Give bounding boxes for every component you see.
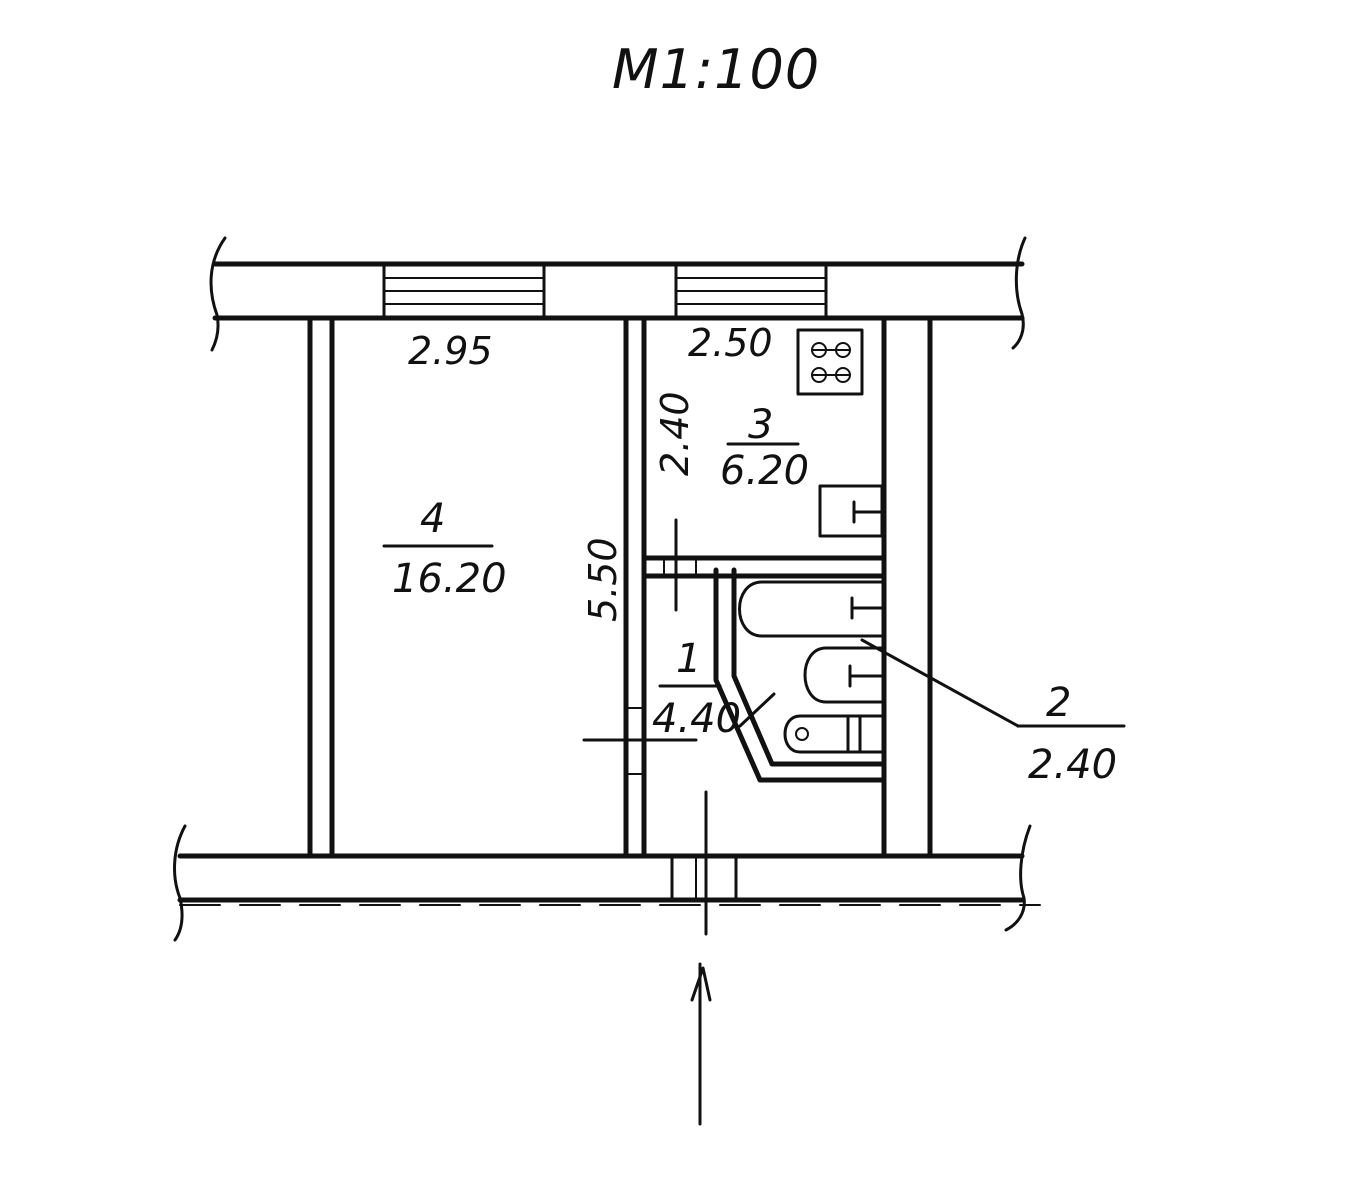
room-number: 3 bbox=[748, 402, 773, 448]
total-depth-label: 5.50 bbox=[581, 537, 625, 622]
top-exterior-wall bbox=[209, 236, 1027, 352]
entry-arrow bbox=[582, 692, 776, 1126]
bottom-exterior-wall bbox=[173, 824, 1041, 942]
entrance-door bbox=[670, 854, 738, 902]
bathroom-wall bbox=[713, 567, 887, 783]
right-walls bbox=[641, 315, 1024, 859]
kitchen-depth-label: 2.40 bbox=[653, 391, 697, 476]
room-area: 16.20 bbox=[392, 556, 507, 602]
washbasin-icon bbox=[803, 646, 884, 704]
sink-icon bbox=[818, 484, 884, 538]
room-4-label: 4 16.20 bbox=[382, 496, 507, 602]
room-3-label: 3 6.20 bbox=[720, 402, 809, 494]
window-room-4 bbox=[382, 262, 546, 320]
left-wall bbox=[307, 315, 335, 859]
room-number: 1 bbox=[676, 636, 701, 682]
window-kitchen bbox=[674, 262, 828, 320]
room-number: 4 bbox=[420, 496, 445, 542]
stove-icon bbox=[796, 328, 864, 396]
room-number: 2 bbox=[1046, 680, 1071, 726]
scale-label: M1:100 bbox=[612, 38, 820, 101]
bathtub-icon bbox=[738, 580, 884, 638]
room4-width-label: 2.95 bbox=[408, 329, 493, 373]
room-area: 4.40 bbox=[652, 696, 741, 742]
room-2-leader bbox=[860, 638, 1126, 728]
kitchen-partition bbox=[641, 518, 887, 612]
room-2-label: 2 2.40 bbox=[1028, 680, 1117, 788]
toilet-icon bbox=[783, 714, 884, 754]
kitchen-width-label: 2.50 bbox=[688, 321, 773, 365]
room-1-label: 1 4.40 bbox=[652, 636, 741, 742]
partition-wall bbox=[623, 315, 647, 859]
room-area: 2.40 bbox=[1028, 742, 1117, 788]
room-area: 6.20 bbox=[720, 448, 809, 494]
